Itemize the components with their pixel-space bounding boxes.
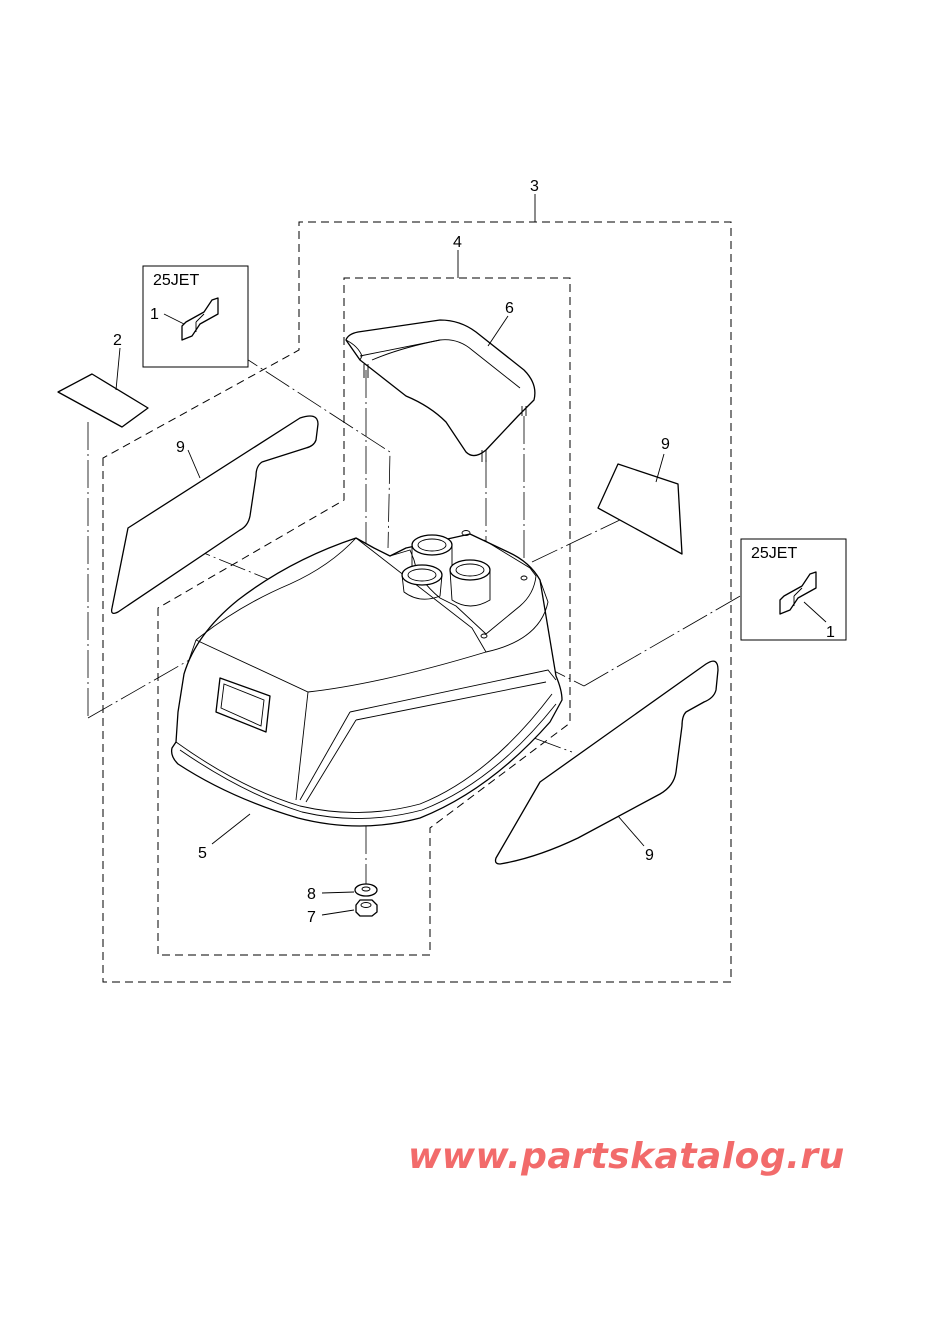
model-box-left: 25JET	[142, 265, 249, 368]
top-cowling-part-5	[170, 530, 563, 845]
callout-9-left: 9	[176, 439, 185, 456]
callout-4: 4	[453, 234, 462, 251]
callout-9-lower-right: 9	[645, 847, 654, 864]
washer-part-8	[321, 883, 378, 897]
callout-1-right: 1	[826, 624, 835, 641]
decal-part-2	[57, 347, 149, 428]
model-label-right: 25JET	[751, 545, 797, 562]
callout-9-upper-right: 9	[661, 436, 670, 453]
assembly-3-boundary	[102, 221, 732, 983]
callout-8: 8	[307, 886, 316, 903]
intake-cover-part-6	[345, 315, 536, 462]
nut-part-7	[321, 899, 378, 917]
model-label-left: 25JET	[153, 272, 199, 289]
side-decal-lower-right-part-9	[494, 660, 719, 865]
watermark-text: www.partskatalog.ru	[408, 1136, 845, 1177]
callout-6: 6	[505, 300, 514, 317]
callout-2: 2	[113, 332, 122, 349]
side-decal-upper-right-part-9	[597, 453, 683, 555]
callout-7: 7	[307, 909, 316, 926]
callout-1-left: 1	[150, 306, 159, 323]
callout-3: 3	[530, 178, 539, 195]
callout-5: 5	[198, 845, 207, 862]
side-decal-left-part-9	[110, 415, 319, 614]
model-box-right: 25JET	[740, 538, 847, 641]
